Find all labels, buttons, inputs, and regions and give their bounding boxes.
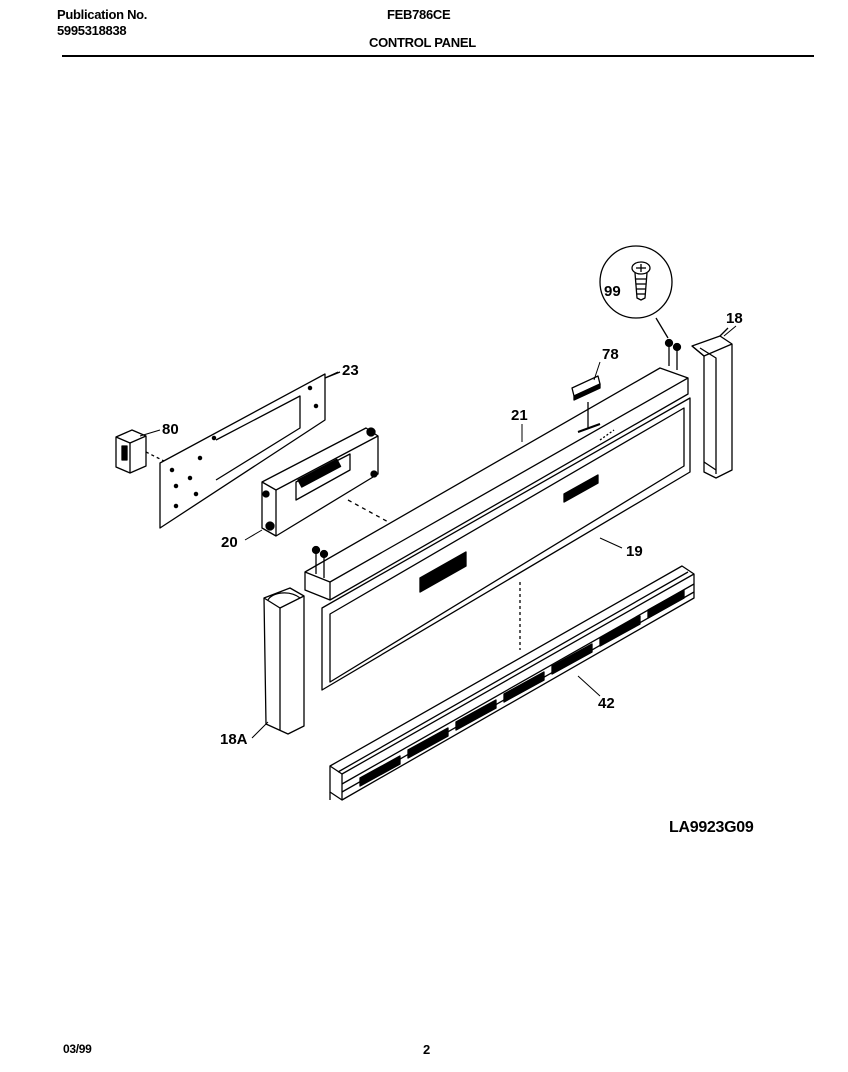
footer-date: 03/99 <box>63 1042 92 1056</box>
screws-left <box>311 545 329 578</box>
part-19-control-panel <box>321 397 691 691</box>
screws-right <box>655 317 682 370</box>
part-42-vent-grille <box>329 565 695 801</box>
model-number: FEB786CE <box>387 7 451 22</box>
publication-label: Publication No. <box>57 7 148 22</box>
publication-number: 5995318838 <box>57 23 127 38</box>
part-99-screw-detail <box>599 245 673 319</box>
callout-18: 18 <box>726 310 743 327</box>
part-78-clip <box>571 375 601 433</box>
callout-18a: 18A <box>220 731 248 748</box>
callout-42: 42 <box>598 695 615 712</box>
callout-21: 21 <box>511 407 528 424</box>
leader-lines <box>139 325 737 739</box>
callout-20: 20 <box>221 534 238 551</box>
page-number: 2 <box>423 1042 430 1057</box>
callout-19: 19 <box>626 543 643 560</box>
callout-99: 99 <box>604 283 621 300</box>
drawing-id: LA9923G09 <box>669 819 754 836</box>
section-title: CONTROL PANEL <box>369 35 476 50</box>
callout-80: 80 <box>162 421 179 438</box>
part-18-right-end-cap <box>691 327 733 479</box>
callout-78: 78 <box>602 346 619 363</box>
callout-23: 23 <box>342 362 359 379</box>
part-80-bracket <box>115 429 167 474</box>
part-20-control-module <box>261 427 393 537</box>
part-18a-left-end-cap <box>263 587 305 735</box>
